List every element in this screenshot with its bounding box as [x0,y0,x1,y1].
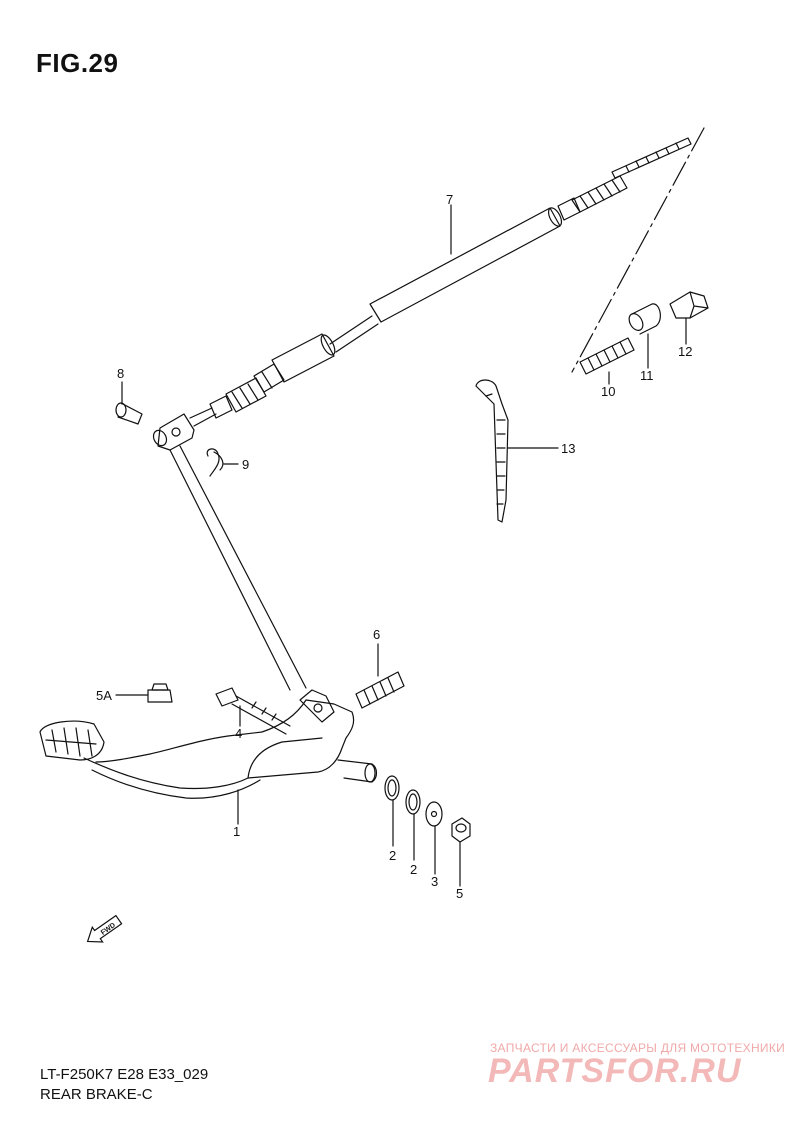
o-ring-1 [384,775,400,801]
forward-arrow-icon: FWD [86,914,123,943]
figure-title: FIG.29 [36,48,119,78]
callout-5a: 5A [96,688,112,703]
brake-rod [169,445,307,691]
callout-11: 11 [640,368,654,383]
callout-13: 13 [561,441,575,456]
cable-tie [475,379,509,523]
r-clip [206,448,224,477]
adjust-bolt [669,291,709,319]
callout-6: 6 [373,627,380,642]
o-ring-2 [405,789,421,815]
callout-10: 10 [601,384,615,399]
callout-2b: 2 [410,862,417,877]
clevis-pin [115,402,143,425]
callout-3: 3 [431,874,438,889]
pivot-nut-5a [147,683,173,703]
brake-cable [152,137,692,451]
callout-9: 9 [242,457,249,472]
callout-8: 8 [117,366,124,381]
cable-joint [628,303,661,335]
fwd-label: FWD [100,922,117,937]
callout-1: 1 [233,824,240,839]
section-name: REAR BRAKE-C [40,1086,153,1103]
callout-4: 4 [235,726,242,741]
reference-line-cable-end [571,127,705,373]
callout-2a: 2 [389,848,396,863]
watermark-brand: PARTSFOR.RU [488,1052,742,1090]
washer [425,801,443,827]
brake-pedal [39,689,378,799]
small-spring [579,337,635,375]
callout-5: 5 [456,886,463,901]
stopper-bolt [215,687,291,735]
watermark-tagline: ЗАПЧАСТИ И АКСЕССУАРЫ ДЛЯ МОТОТЕХНИКИ [490,1041,786,1055]
callout-12: 12 [678,344,692,359]
pivot-nut [451,817,471,843]
return-spring [355,671,405,709]
model-code: LT-F250K7 E28 E33_029 [40,1066,209,1083]
callout-7: 7 [446,192,453,207]
